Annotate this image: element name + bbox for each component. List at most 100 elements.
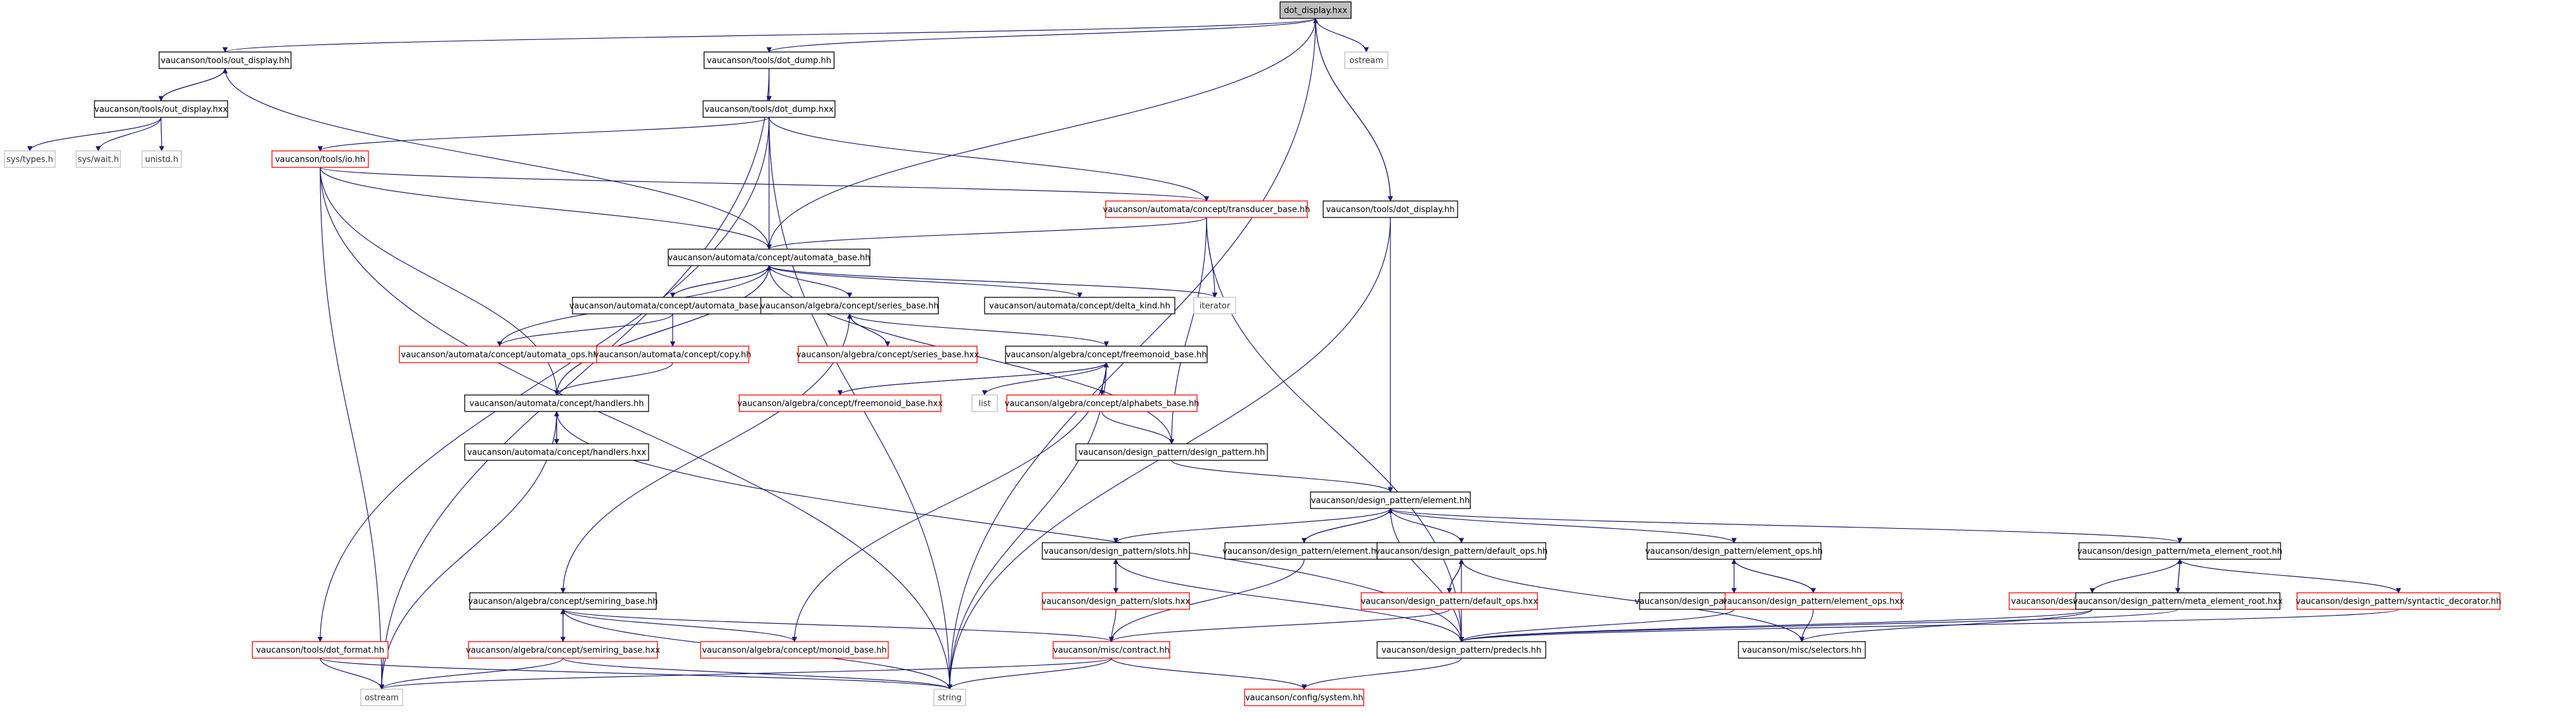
- node-out-display-hh[interactable]: vaucanson/tools/out_display.hh: [159, 51, 292, 69]
- node-syntactic-decorator-hh[interactable]: vaucanson/design_pattern/syntactic_decor…: [2296, 592, 2501, 610]
- node-copy-hh[interactable]: vaucanson/automata/concept/copy.hh: [594, 346, 751, 363]
- node-label: vaucanson/design_pattern/meta_element_ro…: [2073, 597, 2283, 607]
- edge-default-ops-hh-to-selectors-hh: [1461, 559, 1805, 642]
- node-element-hxx[interactable]: vaucanson/design_pattern/element.hxx: [1222, 542, 1386, 560]
- node-box: [1310, 491, 1471, 509]
- edge-transducer-base-hh-to-automata-base-hh: [767, 217, 1207, 250]
- node-box: [1006, 394, 1198, 412]
- node-box: [271, 150, 369, 168]
- node-automata-base-hxx[interactable]: vaucanson/automata/concept/automata_base…: [569, 297, 777, 314]
- edge-element-hh-to-default-ops-hh: [1390, 508, 1465, 543]
- node-box: [1279, 1, 1352, 19]
- node-freemonoid-base-hh[interactable]: vaucanson/algebra/concept/freemonoid_bas…: [1005, 346, 1208, 363]
- node-box: [1376, 542, 1546, 560]
- node-iterator[interactable]: iterator: [1193, 297, 1236, 314]
- node-handlers-hh[interactable]: vaucanson/automata/concept/handlers.hh: [464, 394, 649, 412]
- edge-out-display-hh-to-automata-base-hh: [224, 68, 772, 250]
- node-box: [2296, 592, 2501, 610]
- edge-meta-element-root-hxx-to-meta-element-root-hh: [2177, 559, 2183, 593]
- node-slots-hxx[interactable]: vaucanson/design_pattern/slots.hxx: [1042, 592, 1191, 610]
- edge-meta-element-root-hh-to-structure-hh: [2089, 559, 2180, 593]
- node-delta-kind-hh[interactable]: vaucanson/automata/concept/delta_kind.hh: [984, 297, 1175, 314]
- node-label: vaucanson/algebra/concept/semiring_base.…: [468, 597, 657, 607]
- edge-dot-dump-hxx-to-io-hh: [318, 117, 770, 152]
- edge-slots-hxx-to-contract-hh: [1108, 609, 1116, 642]
- node-label: vaucanson/design_pattern/syntactic_decor…: [2296, 597, 2501, 607]
- node-istream[interactable]: ostream: [360, 689, 403, 706]
- edge-io-hh-to-transducer-base-hh: [320, 167, 1209, 202]
- node-sys-wait[interactable]: sys/wait.h: [75, 150, 121, 168]
- node-label: vaucanson/design_pattern/slots.hh: [1044, 547, 1188, 557]
- node-element-ops-hxx[interactable]: vaucanson/design_pattern/element_ops.hxx: [1722, 592, 1905, 610]
- node-element-hh[interactable]: vaucanson/design_pattern/element.hh: [1310, 491, 1471, 509]
- edge-dot-format-hh-to-istream: [320, 657, 385, 690]
- node-box: [702, 100, 836, 118]
- node-box: [1344, 51, 1388, 69]
- edge-freemonoid-base-hh-to-string: [947, 362, 1107, 690]
- node-freemonoid-base-hxx[interactable]: vaucanson/algebra/concept/freemonoid_bas…: [737, 394, 943, 412]
- node-label: vaucanson/tools/dot_display.hh: [1326, 205, 1454, 215]
- edge-out-display-hxx-to-unistd: [159, 117, 165, 152]
- node-dot-format-hh[interactable]: vaucanson/tools/dot_format.hh: [252, 641, 389, 659]
- node-series-base-hh[interactable]: vaucanson/algebra/concept/series_base.hh: [760, 297, 939, 314]
- edge-dot-dump-hh-to-istream: [379, 68, 770, 690]
- node-string[interactable]: string: [933, 689, 966, 706]
- node-box: [1738, 641, 1866, 659]
- node-dot-dump-hh[interactable]: vaucanson/tools/dot_dump.hh: [703, 51, 835, 69]
- node-label: vaucanson/design_pattern/element.hh: [1311, 496, 1470, 506]
- edge-root-to-automata-base-hh: [766, 18, 1316, 250]
- node-design-pattern-hh[interactable]: vaucanson/design_pattern/design_pattern.…: [1075, 443, 1268, 461]
- node-handlers-hxx[interactable]: vaucanson/automata/concept/handlers.hxx: [464, 443, 649, 461]
- node-alphabets-base-hh[interactable]: vaucanson/algebra/concept/alphabets_base…: [1005, 394, 1200, 412]
- node-selectors-hh[interactable]: vaucanson/misc/selectors.hh: [1738, 641, 1866, 659]
- node-label: vaucanson/design_pattern/element.hxx: [1222, 547, 1386, 557]
- node-box: [1323, 200, 1458, 218]
- node-semiring-base-hxx[interactable]: vaucanson/algebra/concept/semiring_base.…: [466, 641, 661, 659]
- node-meta-element-root-hxx[interactable]: vaucanson/design_pattern/meta_element_ro…: [2073, 592, 2283, 610]
- node-out-display-hxx[interactable]: vaucanson/tools/out_display.hxx: [94, 100, 228, 118]
- node-semiring-base-hh[interactable]: vaucanson/algebra/concept/semiring_base.…: [468, 592, 658, 610]
- node-unistd[interactable]: unistd.h: [141, 150, 182, 168]
- edge-automata-base-hh-to-iterator: [768, 265, 1217, 298]
- node-meta-element-root-hh[interactable]: vaucanson/design_pattern/meta_element_ro…: [2077, 542, 2282, 560]
- node-label: vaucanson/algebra/concept/freemonoid_bas…: [1006, 351, 1207, 360]
- node-transducer-base-hh[interactable]: vaucanson/automata/concept/transducer_ba…: [1103, 200, 1311, 218]
- node-element-ops-hh[interactable]: vaucanson/design_pattern/element_ops.hh: [1645, 542, 1823, 560]
- edge-io-hh-to-string: [320, 167, 953, 690]
- node-tools-dot-display-hh[interactable]: vaucanson/tools/dot_display.hh: [1323, 200, 1458, 218]
- node-default-ops-hh[interactable]: vaucanson/design_pattern/default_ops.hh: [1375, 542, 1548, 560]
- node-automata-base-hh[interactable]: vaucanson/automata/concept/automata_base…: [668, 249, 871, 266]
- node-slots-hh[interactable]: vaucanson/design_pattern/slots.hh: [1042, 542, 1190, 560]
- edge-out-display-hxx-to-sys-wait: [95, 117, 162, 152]
- edge-element-hxx-to-contract-hh: [1108, 559, 1305, 642]
- node-ostream[interactable]: ostream: [1344, 51, 1388, 69]
- node-box: [2075, 592, 2281, 610]
- edge-automata-base-hh-to-series-base-hh: [768, 265, 853, 298]
- node-dot-dump-hxx[interactable]: vaucanson/tools/dot_dump.hxx: [702, 100, 836, 118]
- node-automata-ops-hh[interactable]: vaucanson/automata/concept/automata_ops.…: [399, 346, 600, 363]
- node-predecls-hh[interactable]: vaucanson/design_pattern/predecls.hh: [1376, 641, 1546, 659]
- node-series-base-hxx[interactable]: vaucanson/algebra/concept/series_base.hx…: [796, 346, 980, 363]
- edge-default-ops-hxx-to-contract-hh: [1108, 609, 1450, 642]
- node-box: [159, 51, 292, 69]
- edge-semiring-base-hh-to-monoid-base-hh: [562, 609, 798, 642]
- node-label: unistd.h: [145, 155, 179, 165]
- node-contract-hh[interactable]: vaucanson/misc/contract.hh: [1052, 641, 1170, 659]
- node-box: [1042, 542, 1190, 560]
- node-label: vaucanson/tools/out_display.hh: [160, 56, 289, 66]
- node-system-hh[interactable]: vaucanson/config/system.hh: [1244, 689, 1364, 706]
- node-box: [468, 641, 658, 659]
- edge-semiring-base-hxx-to-istream: [379, 657, 564, 690]
- node-box: [1005, 346, 1208, 363]
- node-root[interactable]: dot_display.hxx: [1279, 1, 1352, 19]
- edge-freemonoid-base-hh-to-list: [981, 362, 1107, 396]
- node-monoid-base-hh[interactable]: vaucanson/algebra/concept/monoid_base.hh: [700, 641, 889, 659]
- edge-structure-hh-to-predecls-hh: [1459, 609, 2093, 642]
- node-list[interactable]: list: [971, 394, 998, 412]
- node-default-ops-hxx[interactable]: vaucanson/design_pattern/default_ops.hxx: [1361, 592, 1538, 610]
- node-box: [4, 150, 56, 168]
- node-io-hh[interactable]: vaucanson/tools/io.hh: [271, 150, 369, 168]
- edge-copy-hh-to-handlers-hh: [553, 362, 673, 396]
- node-sys-types[interactable]: sys/types.h: [4, 150, 56, 168]
- edge-element-hh-to-predecls-hh: [1390, 508, 1465, 642]
